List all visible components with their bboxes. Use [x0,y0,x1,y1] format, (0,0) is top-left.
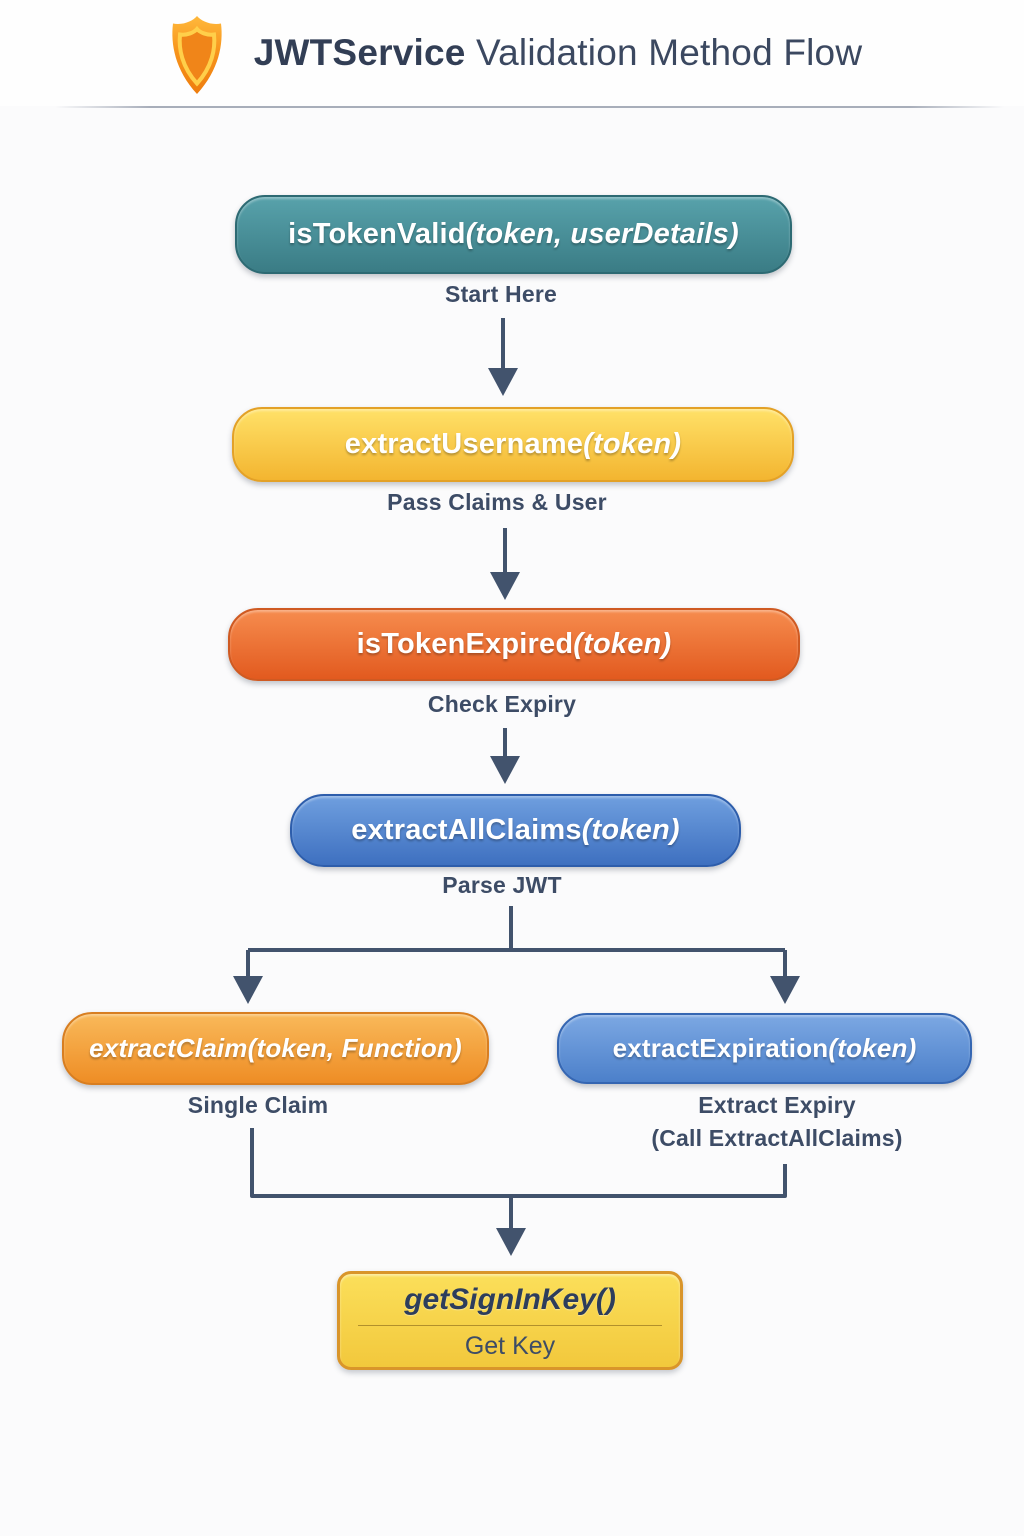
page-title-primary: JWTService [253,32,466,73]
method-params: (token, Function) [247,1033,462,1063]
node-extract-username-label: extractUsername(token) [345,428,681,461]
caption-get-key: Get Key [464,1332,556,1361]
caption-call-extractallclaims: (Call ExtractAllClaims) [651,1125,903,1151]
method-name: extractAllClaims [351,814,582,846]
page-title-secondary: Validation Method Flow [465,32,863,73]
merge-bar [250,1128,787,1198]
method-name: extractClaim [89,1033,248,1063]
key-node-divider [358,1325,662,1327]
node-extract-all-claims-label: extractAllClaims(token) [351,814,680,847]
caption-pass-claims-user: Pass Claims & User [387,489,607,515]
node-extract-all-claims: extractAllClaims(token) [290,794,741,867]
method-params: () [595,1282,616,1316]
caption-parse-jwt: Parse JWT [442,872,562,898]
node-is-token-valid-label: isTokenValid(token, userDetails) [288,218,739,251]
node-get-sign-in-key-label: getSignInKey() [340,1274,680,1325]
node-extract-username: extractUsername(token) [232,407,794,482]
page-title: JWTService Validation Method Flow [254,32,863,74]
method-params: (token) [828,1033,917,1063]
method-name: isTokenValid [288,218,466,250]
method-params: (token) [573,628,672,660]
method-params: (token, userDetails) [465,218,739,250]
header-divider [55,106,1004,108]
node-is-token-expired-label: isTokenExpired(token) [357,628,672,661]
node-extract-claim-label: extractClaim(token, Function) [89,1033,462,1064]
node-extract-expiration-label: extractExpiration(token) [613,1033,917,1064]
shield-icon [172,16,222,94]
node-is-token-valid: isTokenValid(token, userDetails) [235,195,792,274]
method-name: extractExpiration [612,1033,829,1063]
header: JWTService Validation Method Flow [0,0,1024,106]
node-extract-claim: extractClaim(token, Function) [62,1012,489,1085]
method-name: extractUsername [344,428,584,460]
caption-single-claim: Single Claim [187,1092,329,1118]
node-get-sign-in-key: getSignInKey() Get Key [337,1271,683,1370]
node-extract-expiration: extractExpiration(token) [557,1013,972,1084]
caption-start-here: Start Here [445,281,557,307]
method-name: isTokenExpired [356,628,574,660]
caption-check-expiry: Check Expiry [427,691,577,717]
method-params: (token) [583,428,682,460]
node-is-token-expired: isTokenExpired(token) [228,608,800,681]
method-params: (token) [581,814,680,846]
caption-extract-expiry: Extract Expiry [698,1092,856,1118]
method-name: getSignInKey [404,1282,596,1316]
